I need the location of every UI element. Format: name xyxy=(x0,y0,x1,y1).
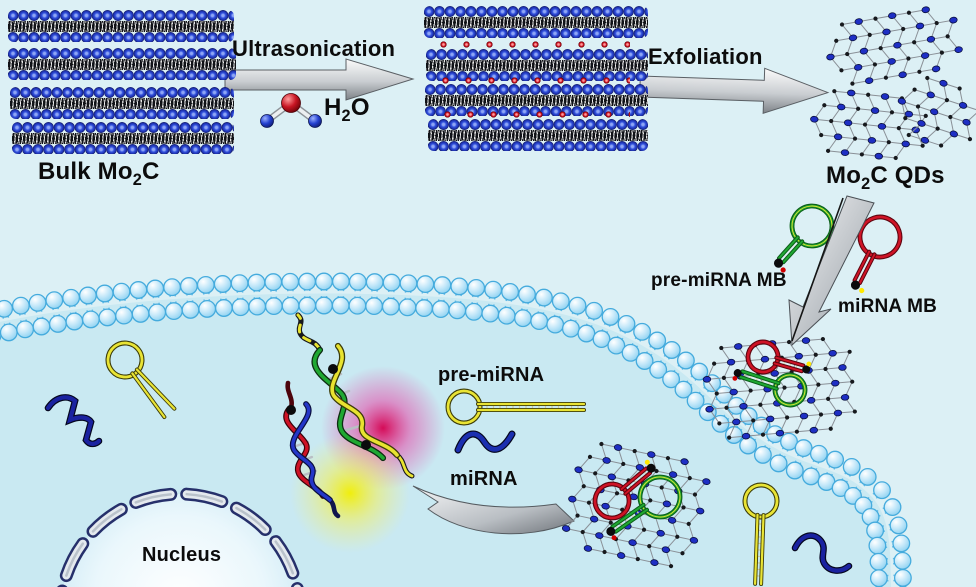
pre-mirna-mb-label: pre-miRNA MB xyxy=(651,270,787,291)
exfoliation-arrow xyxy=(639,67,830,115)
bulk-mo2c-label: Bulk Mo2C xyxy=(38,158,160,189)
mirna-squiggle-bottom-right xyxy=(791,532,853,574)
mirna-legend-wave xyxy=(454,430,516,454)
exfoliation-label: Exfoliation xyxy=(648,44,763,69)
pre-mirna-mb-probe xyxy=(773,203,835,273)
intercalated-water-row xyxy=(444,111,630,118)
pre-mirna-hairpin-bottom-right xyxy=(742,482,780,587)
release-arrow xyxy=(412,485,575,535)
nucleus xyxy=(56,487,304,587)
mirna-mb-on-qd-in xyxy=(592,459,656,521)
ultrasonication-label: Ultrasonication xyxy=(232,36,396,61)
mo2c-layer xyxy=(424,6,648,38)
h2o-label: H2O xyxy=(324,94,370,125)
pre-mirna-mb-on-qd-out xyxy=(732,369,808,408)
qd-to-complex-arrow xyxy=(788,195,875,347)
cell-membrane xyxy=(0,272,912,587)
mo2c-qds-label: Mo2C QDs xyxy=(826,162,945,193)
mirna-label: miRNA xyxy=(450,468,518,490)
pre-mirna-label: pre-miRNA xyxy=(438,364,545,386)
intercalated-water-row xyxy=(440,41,630,48)
ultrasonication-arrow xyxy=(224,58,415,101)
nucleus-label: Nucleus xyxy=(142,544,222,566)
yellow-fluorescence-glow xyxy=(290,433,410,553)
mirna-mb-probe xyxy=(850,214,903,294)
mirna-mb-label: miRNA MB xyxy=(838,296,938,317)
mo2c-layer xyxy=(428,119,648,151)
mo2c-layer xyxy=(8,48,236,80)
mirna-squiggle-left xyxy=(44,394,103,448)
mo2c-qd-2 xyxy=(810,89,928,161)
mo2c-qd-1 xyxy=(826,6,963,86)
intercalated-water-row xyxy=(442,77,630,84)
pre-mirna-mb-on-qd-in xyxy=(606,474,683,541)
mo2c-layer xyxy=(425,84,648,116)
water-molecule xyxy=(260,93,322,128)
mo2c-layer xyxy=(426,49,648,81)
mo2c-layer xyxy=(10,87,234,119)
pre-mirna-duplex xyxy=(295,312,415,479)
qd-mb-complex-extracellular xyxy=(702,336,857,440)
pre-mirna-legend-hairpin xyxy=(445,388,586,426)
mirna-mb-on-qd-out xyxy=(745,339,812,375)
mo2c-qd-3 xyxy=(897,75,976,148)
mo2c-layer xyxy=(8,10,234,42)
pre-mirna-hairpin-left xyxy=(105,340,177,420)
mirna-duplex xyxy=(283,380,341,519)
mo2c-layer xyxy=(12,122,234,154)
